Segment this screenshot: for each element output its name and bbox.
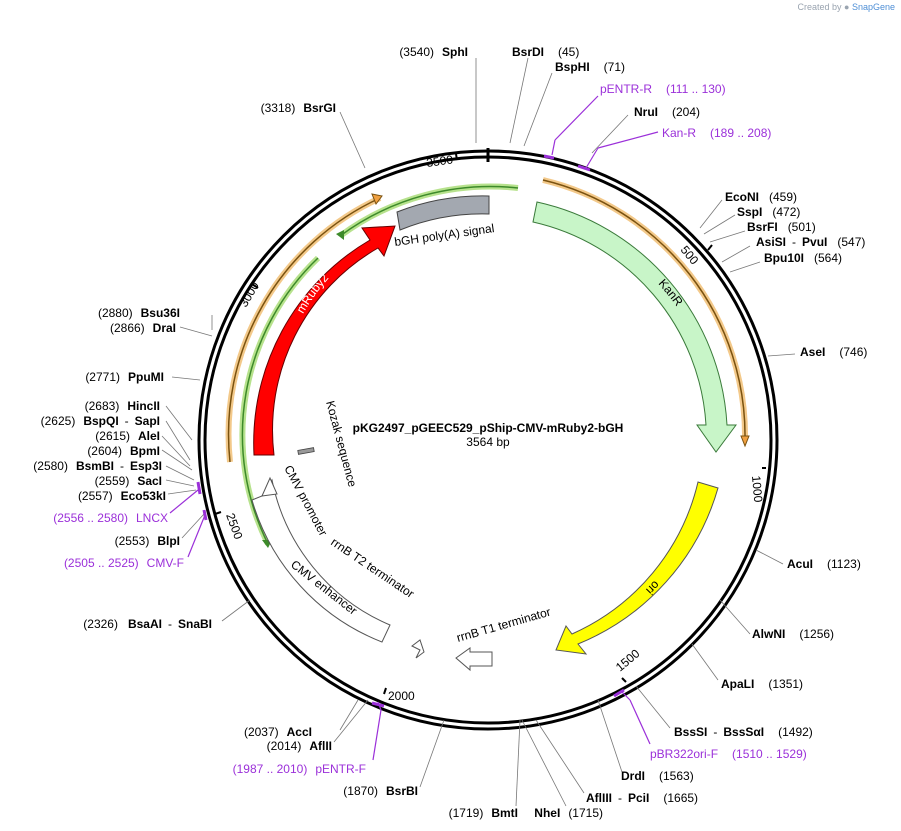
feature-bgh-polya xyxy=(396,195,490,231)
feature-mruby2 xyxy=(253,225,396,456)
feature-label-rrnb-t2: rrnB T2 terminator xyxy=(328,535,416,601)
snapgene-credit: Created by ● SnapGene xyxy=(797,2,895,12)
primer-leaders xyxy=(169,95,659,761)
feature-label-cmv-promoter: CMV promoter xyxy=(281,463,330,538)
primer-cmv-f: (2505 .. 2525)CMV-F xyxy=(64,556,184,570)
enzyme-bsrbi: (1870)BsrBI xyxy=(343,784,418,798)
feature-rrnb-t1 xyxy=(455,647,493,672)
enzyme-nhei: NheI(1715) xyxy=(534,806,603,820)
enzyme-asei: AseI(746) xyxy=(800,345,867,359)
feature-label-kozak: Kozak sequence xyxy=(323,399,360,489)
primer-kan-r: Kan-R(189 .. 208) xyxy=(662,126,771,140)
enzyme-afliii-pcii: AflIII-PciI(1665) xyxy=(586,791,698,805)
enzyme-acci: (2037)AccI xyxy=(244,725,312,739)
credit-prefix: Created by xyxy=(797,2,842,12)
orange-arc-left-arrow xyxy=(371,193,383,206)
primer-pentr-f: (1987 .. 2010)pENTR-F xyxy=(233,762,366,776)
enzyme-bsssi: BssSI-BssSαI(1492) xyxy=(674,725,813,739)
orange-arc-left xyxy=(227,197,381,463)
enzyme-bsrdi: BsrDI(45) xyxy=(512,45,579,59)
primer-markers xyxy=(196,154,625,708)
enzyme-nrui: NruI(204) xyxy=(634,105,700,119)
feature-rrnb-t2 xyxy=(411,639,425,659)
enzyme-apali: ApaLI(1351) xyxy=(721,677,803,691)
green-arc-top-arrow xyxy=(336,230,344,240)
enzyme-alwni: AlwNI(1256) xyxy=(752,627,834,641)
feature-kanr xyxy=(532,201,737,453)
enzyme-sphi: (3540)SphI xyxy=(399,45,468,59)
feature-label-rrnb-t1: rrnB T1 terminator xyxy=(455,605,552,645)
feature-cmv-arrowhead xyxy=(261,476,278,497)
enzyme-saci: (2559)SacI xyxy=(95,474,162,488)
tick-label-2000: 2000 xyxy=(388,689,415,703)
snapgene-logo-icon: ● xyxy=(844,2,850,12)
enzyme-bsaai-snabi: (2326)BsaAI-SnaBI xyxy=(83,617,212,631)
enzyme-blpi: (2553)BlpI xyxy=(115,534,180,548)
enzyme-ppumi: (2771)PpuMI xyxy=(85,370,164,384)
enzyme-econi: EcoNI(459) xyxy=(725,190,797,204)
feature-kozak xyxy=(297,447,315,455)
tick-marks xyxy=(214,153,766,695)
enzyme-bsu36i: (2880)Bsu36I xyxy=(98,306,180,320)
enzyme-bpu10i: Bpu10I(564) xyxy=(764,251,842,265)
tick-label-3000: 3000 xyxy=(236,279,262,309)
orange-arc-right-arrow xyxy=(740,435,750,448)
enzyme-alei: (2615)AleI xyxy=(95,429,160,443)
green-arc-left xyxy=(241,257,319,545)
tick-label-1500: 1500 xyxy=(613,646,643,674)
enzyme-acui: AcuI(1123) xyxy=(787,557,861,571)
feature-cmv xyxy=(251,478,391,643)
green-arc-top xyxy=(339,185,519,237)
plasmid-length: 3564 bp xyxy=(466,435,510,449)
enzyme-leaders xyxy=(161,57,796,807)
enzyme-bmti: (1719)BmtI xyxy=(449,806,518,820)
primer-pbr322ori-f: pBR322ori-F(1510 .. 1529) xyxy=(650,747,807,761)
enzyme-drai: (2866)DraI xyxy=(110,321,176,335)
plasmid-name: pKG2497_pGEEC529_pShip-CMV-mRuby2-bGH xyxy=(353,421,624,435)
enzyme-bsrfi: BsrFI(501) xyxy=(747,220,816,234)
enzyme-asisi-pvui: AsiSI-PvuI(547) xyxy=(756,235,865,249)
enzyme-bsrgi: (3318)BsrGI xyxy=(261,101,336,115)
enzyme-drdi: DrdI(1563) xyxy=(621,769,694,783)
tick-label-2500: 2500 xyxy=(223,511,245,541)
tick-label-1000: 1000 xyxy=(749,475,765,503)
enzyme-bsphi: BspHI(71) xyxy=(555,60,625,74)
enzyme-bspqi-sapi: (2625)BspQI-SapI xyxy=(41,414,160,428)
enzyme-bpmi: (2604)BpmI xyxy=(87,444,160,458)
orange-arc-right xyxy=(542,179,746,441)
enzyme-hincii: (2683)HincII xyxy=(85,399,160,413)
feature-ori xyxy=(555,481,719,655)
tick-label-3500: 3500 xyxy=(425,152,454,170)
primer-pentr-r: pENTR-R(111 .. 130) xyxy=(600,82,726,96)
enzyme-aflii: (2014)AflII xyxy=(267,739,332,753)
enzyme-eco53ki: (2557)Eco53kI xyxy=(78,489,166,503)
enzyme-sspi: SspI(472) xyxy=(737,205,800,219)
credit-brand: SnapGene xyxy=(851,2,895,12)
primer-lncx: (2556 .. 2580)LNCX xyxy=(53,511,168,525)
enzyme-bsmbi-esp3i: (2580)BsmBI-Esp3I xyxy=(33,459,162,473)
